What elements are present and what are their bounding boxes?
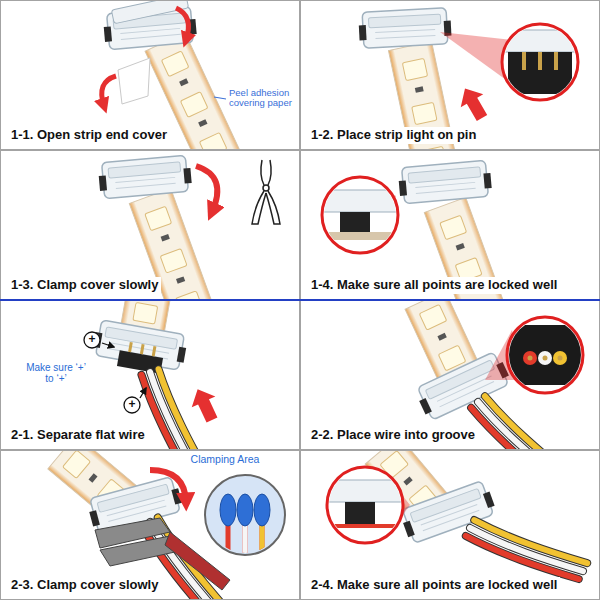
step-caption: 1-4. Make sure all points are locked wel… [308,277,560,294]
polarity-mark: + [125,398,139,411]
step-caption: 1-3. Clamp cover slowly [8,277,161,294]
step-panel: 2-4. Make sure all points are locked wel… [300,450,600,600]
step-panel: 1-3. Clamp cover slowly [0,150,300,300]
step-caption: 2-1. Separate flat wire [8,427,148,444]
step-panel: 1-2. Place strip light on pin [300,0,600,150]
pliers-icon [252,160,280,224]
step-caption: 1-2. Place strip light on pin [308,127,479,144]
callout-label: Clamping Area [170,454,280,466]
step-illustration [327,450,587,592]
step-caption: 1-1. Open strip end cover [8,127,170,144]
step-panel: 1-4. Make sure all points are locked wel… [300,150,600,300]
step-caption: 2-2. Place wire into groove [308,427,478,444]
polarity-mark: + [85,333,99,346]
step-panel: 1-1. Open strip end cover [0,0,300,150]
step-caption: 2-3. Clamp cover slowly [8,577,161,594]
step-caption: 2-4. Make sure all points are locked wel… [308,577,560,594]
step-panel: 2-2. Place wire into groove [300,300,600,450]
divider-line [0,299,600,301]
note-label: Peel adhesion covering paper [229,88,299,109]
step-panel: 2-3. Clamp cover slowly [0,450,300,600]
note-label: Make sure ‘+’ to ‘+’ [24,362,88,384]
